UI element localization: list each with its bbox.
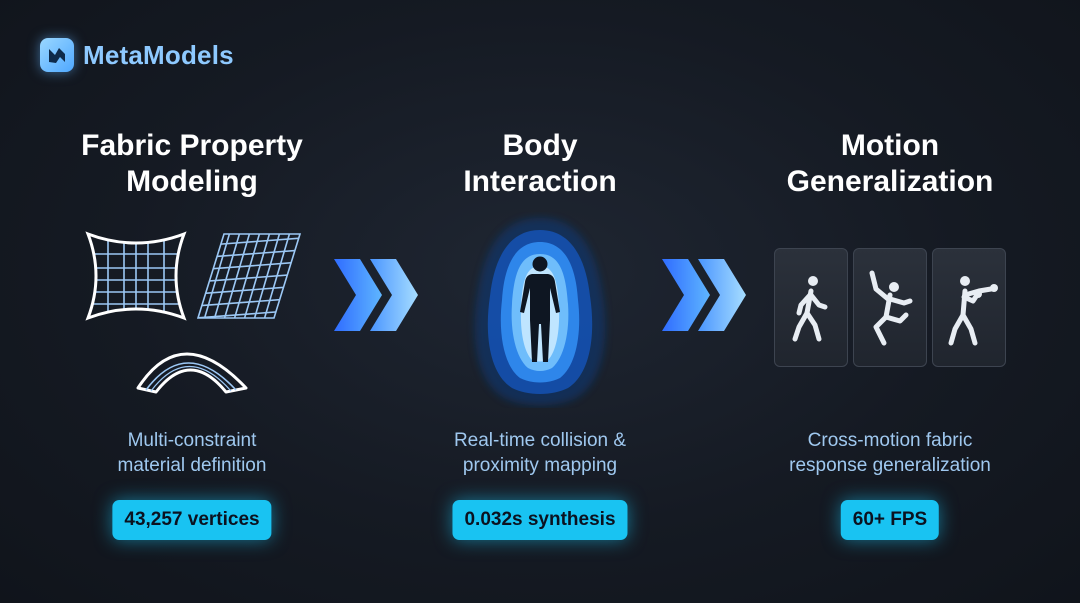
brand-name: MetaModels: [83, 39, 234, 70]
fabric-grid-icon: [85, 231, 187, 321]
column-body-interaction: Body Interaction Real-time collision & p…: [380, 128, 700, 540]
motion-card-boxing: [932, 248, 1006, 367]
fabric-shear-icon: [196, 233, 302, 319]
stat-badge: 43,257 vertices: [112, 500, 272, 540]
double-chevron-right-icon: [334, 259, 418, 331]
walking-figure-icon: [792, 276, 828, 342]
column-description: Real-time collision & proximity mapping: [453, 430, 627, 476]
boxing-figure-icon: [948, 276, 998, 346]
column-fabric-property: Fabric Property Modeling Multi-constrain…: [32, 128, 352, 540]
column-motion-generalization: Motion Generalization Cross-motion fabri…: [730, 128, 1050, 540]
motion-card-dancing: [853, 248, 927, 367]
column-title: Fabric Property Modeling: [81, 129, 303, 198]
dancing-figure-icon: [869, 270, 913, 346]
body-proximity-icon: [474, 218, 606, 406]
brand: MetaModels: [40, 38, 234, 72]
double-chevron-right-icon: [662, 259, 746, 331]
column-description: Cross-motion fabric response generalizat…: [789, 430, 991, 476]
stat-badge: 60+ FPS: [840, 500, 940, 540]
motion-card-walking: [774, 248, 848, 367]
stat-badge: 0.032s synthesis: [452, 500, 628, 540]
column-description: Multi-constraint material definition: [117, 430, 267, 476]
fabric-bend-icon: [136, 352, 248, 394]
metamodels-logo-icon: [40, 38, 74, 72]
column-title: Motion Generalization: [786, 129, 994, 198]
column-title: Body Interaction: [463, 129, 617, 198]
